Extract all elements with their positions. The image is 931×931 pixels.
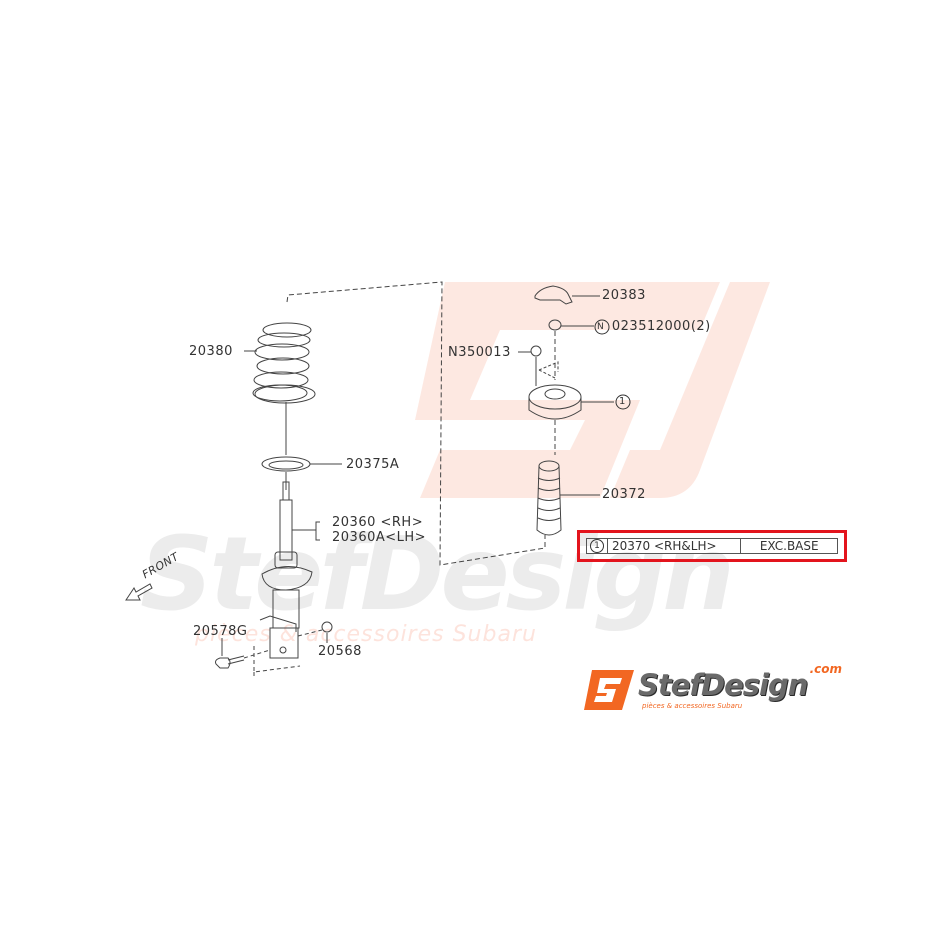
sd-monogram-icon <box>584 670 634 710</box>
part-label-lower-nut[interactable]: 20568 <box>318 644 362 659</box>
callout-part-number: 20370 <RH&LH> <box>608 539 742 553</box>
top-nut-number: 023512000(2) <box>611 319 711 334</box>
callout-highlight[interactable]: 1 20370 <RH&LH> EXC.BASE <box>577 530 847 562</box>
stefdesign-logo[interactable]: StefDesign .com pièces & accessoires Sub… <box>584 662 846 716</box>
n-marker-icon: N <box>597 322 605 332</box>
logo-name: StefDesign <box>638 668 808 702</box>
callout-marker-cell: 1 <box>587 539 608 553</box>
coil-spring-icon <box>252 322 316 404</box>
part-label-coil-spring[interactable]: 20380 <box>189 344 233 359</box>
logo-domain: .com <box>809 662 842 676</box>
callout-note: EXC.BASE <box>759 539 819 553</box>
logo-tagline: pièces & accessoires Subaru <box>642 702 743 710</box>
part-label-mount-nut[interactable]: N350013 <box>448 345 511 360</box>
part-label-strut-lh[interactable]: 20360A<LH> <box>332 530 427 545</box>
part-label-strut-rh[interactable]: 20360 <RH> <box>332 515 424 530</box>
callout-table: 1 20370 <RH&LH> EXC.BASE <box>586 538 838 554</box>
part-label-bolt[interactable]: 20578G <box>193 624 248 639</box>
watermark-brand: StefDesign <box>140 515 735 634</box>
watermark-tagline: pièces & accessoires Subaru <box>195 622 537 647</box>
circle-one-icon: 1 <box>590 539 604 553</box>
part-label-cap[interactable]: 20383 <box>602 288 646 303</box>
part-label-boot[interactable]: 20372 <box>602 487 646 502</box>
part-label-strut-mount[interactable]: 1 <box>619 396 626 407</box>
part-label-spring-seat[interactable]: 20375A <box>346 457 400 472</box>
part-label-top-nut[interactable]: N 023512000(2) <box>597 320 711 335</box>
